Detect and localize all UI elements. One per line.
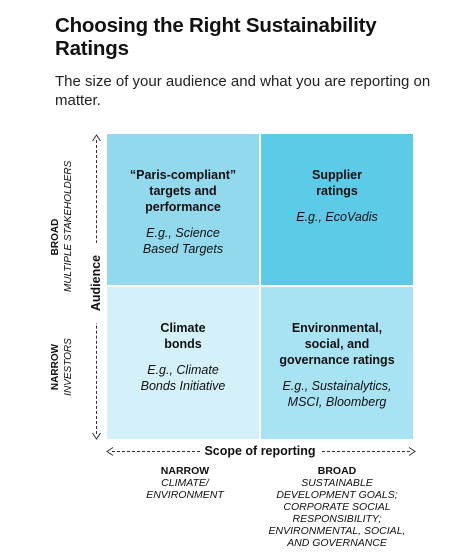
y-axis-label: Audience [89, 243, 103, 323]
x-axis-broad-sub: SUSTAINABLE DEVELOPMENT GOALS; CORPORATE… [268, 477, 406, 549]
quadrant-top-left: “Paris-compliant” targets and performanc… [107, 134, 259, 285]
quadrant-heading: Environmental, social, and governance ra… [279, 321, 395, 367]
quadrant-example: E.g., Sustainalytics, MSCI, Bloomberg [282, 379, 392, 409]
y-axis-narrow-title: NARROW [50, 343, 61, 391]
quadrant-example: E.g., Science Based Targets [142, 226, 224, 256]
quadrant-heading: Supplier ratings [311, 168, 362, 198]
x-axis-arrow-right-icon [408, 447, 416, 456]
quadrant-bottom-left: Climate bonds E.g., Climate Bonds Initia… [107, 287, 259, 439]
x-axis-broad-title: BROAD [317, 465, 357, 477]
quadrant-example: E.g., EcoVadis [296, 210, 378, 224]
y-axis-broad-label: BROAD MULTIPLE STAKEHOLDERS [49, 160, 75, 292]
x-axis-arrow-left-icon [106, 447, 114, 456]
quadrant-heading: “Paris-compliant” targets and performanc… [129, 168, 237, 214]
page-subtitle: The size of your audience and what you a… [55, 73, 431, 109]
quadrant-bottom-right: Environmental, social, and governance ra… [261, 287, 413, 439]
page-title: Choosing the Right Sustainability Rating… [55, 14, 377, 60]
quadrant-heading: Climate bonds [160, 321, 206, 351]
y-axis-arrow-down-icon [92, 432, 101, 440]
x-axis-label: Scope of reporting [200, 443, 320, 459]
y-axis-narrow-sub: INVESTORS [63, 338, 74, 396]
y-axis-narrow-label: NARROW INVESTORS [49, 337, 75, 397]
y-axis-arrow-up-icon [92, 134, 101, 142]
x-axis-broad-label: BROAD SUSTAINABLE DEVELOPMENT GOALS; COR… [266, 465, 408, 549]
quadrant-example: E.g., Climate Bonds Initiative [140, 363, 226, 393]
y-axis-broad-title: BROAD [50, 218, 61, 256]
x-axis-narrow-title: NARROW [160, 465, 210, 477]
y-axis-broad-sub: MULTIPLE STAKEHOLDERS [63, 160, 74, 292]
x-axis-narrow-sub: CLIMATE/ ENVIRONMENT [146, 477, 224, 501]
x-axis-narrow-label: NARROW CLIMATE/ ENVIRONMENT [130, 465, 240, 501]
quadrant-top-right: Supplier ratings E.g., EcoVadis [261, 134, 413, 285]
